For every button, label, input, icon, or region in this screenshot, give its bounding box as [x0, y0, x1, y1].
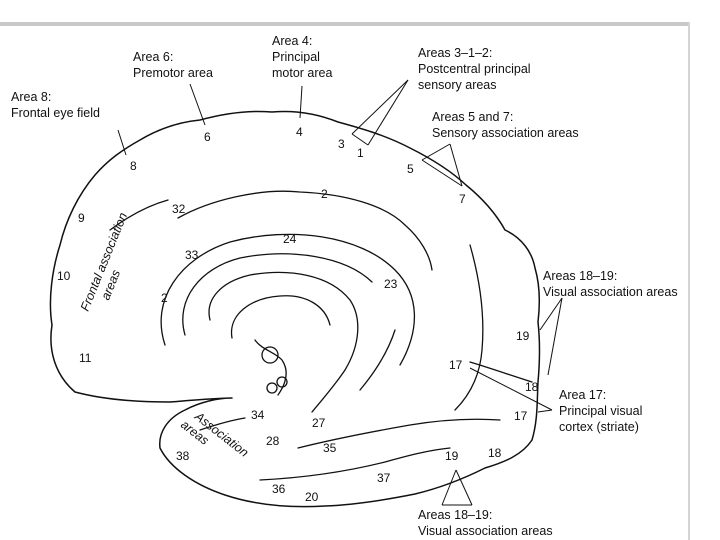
callosal-sulcus-outer: [160, 233, 416, 366]
num-6: 6: [204, 130, 211, 144]
svg-text:Sensory association areas: Sensory association areas: [432, 126, 579, 140]
svg-text:sensory areas: sensory areas: [418, 78, 497, 92]
num-1: 1: [357, 146, 364, 160]
num-20: 20: [305, 490, 319, 504]
callout-area1819-bottom: Areas 18–19: Visual association areas: [418, 508, 553, 538]
svg-text:Premotor area: Premotor area: [133, 66, 213, 80]
svg-text:Area 6:: Area 6:: [133, 50, 173, 64]
septal-circle: [261, 346, 279, 364]
num-19-upper: 19: [516, 329, 530, 343]
right-border-line: [688, 22, 690, 540]
num-27: 27: [312, 416, 326, 430]
num-34: 34: [251, 408, 265, 422]
lead-area6: [189, 83, 206, 126]
svg-text:Areas 3–1–2:: Areas 3–1–2:: [418, 46, 492, 60]
corpus-callosum-body: [230, 295, 331, 339]
uncus-circle-right: [276, 376, 288, 388]
callout-area6: Area 6: Premotor area: [133, 50, 213, 80]
num-5: 5: [407, 162, 414, 176]
parieto-occipital-sulcus: [454, 244, 484, 411]
fornix-curve: [254, 339, 287, 396]
svg-text:Areas 5 and 7:: Areas 5 and 7:: [432, 110, 513, 124]
num-19-lower: 19: [445, 449, 459, 463]
callout-area57: Areas 5 and 7: Sensory association areas: [432, 110, 579, 140]
frontal-association-label: Frontal association areas: [78, 211, 130, 314]
svg-text:Postcentral principal: Postcentral principal: [418, 62, 531, 76]
temporal-pole-sulcus: [199, 417, 246, 431]
num-2-upper: 2: [321, 187, 328, 201]
svg-text:Areas 18–19:: Areas 18–19:: [543, 269, 617, 283]
collateral-sulcus: [297, 418, 501, 449]
callout-area8: Area 8: Frontal eye field: [11, 90, 100, 120]
frontal-sulcus: [109, 199, 169, 231]
callout-area4: Area 4: Principal motor area: [272, 34, 332, 80]
num-10: 10: [57, 269, 71, 283]
cingulate-sulcus: [177, 190, 433, 271]
callout-area17: Area 17: Principal visual cortex (striat…: [559, 388, 642, 434]
lead-area17-a: [469, 367, 553, 411]
lead-area1819-top-a: [539, 297, 563, 331]
top-border-line: [0, 22, 690, 26]
calcarine-sulcus: [469, 361, 533, 383]
svg-text:Principal visual: Principal visual: [559, 404, 642, 418]
brain-outline: [49, 110, 541, 508]
svg-text:Area 4:: Area 4:: [272, 34, 312, 48]
num-7: 7: [459, 192, 466, 206]
num-4: 4: [296, 125, 303, 139]
lead-area312-b: [367, 79, 409, 146]
lead-area8: [117, 129, 127, 156]
svg-text:cortex (striate): cortex (striate): [559, 420, 639, 434]
num-28: 28: [266, 434, 280, 448]
occipitotemporal-sulcus: [259, 447, 451, 481]
lead-area57-a: [421, 143, 451, 161]
lead-area17-b: [537, 409, 553, 413]
num-11: 11: [79, 351, 92, 365]
calcarine-curve: [359, 329, 396, 391]
lead-area57-b: [449, 143, 463, 187]
lead-area312-a: [351, 79, 409, 135]
svg-text:Area 17:: Area 17:: [559, 388, 606, 402]
svg-text:motor area: motor area: [272, 66, 332, 80]
num-23: 23: [384, 277, 398, 291]
callosal-sulcus-inner: [182, 253, 373, 336]
uncus-circle-left: [266, 382, 278, 394]
num-17-lower: 17: [514, 409, 528, 423]
num-18-upper: 18: [525, 380, 539, 394]
lead-area57-c: [421, 159, 463, 187]
top-margin: [0, 0, 720, 24]
num-3: 3: [338, 137, 345, 151]
num-38: 38: [176, 449, 190, 463]
num-37: 37: [377, 471, 391, 485]
svg-text:Frontal eye field: Frontal eye field: [11, 106, 100, 120]
callout-area312: Areas 3–1–2: Postcentral principal senso…: [418, 46, 531, 92]
corpus-callosum-lower: [208, 271, 359, 413]
num-32: 32: [172, 202, 186, 216]
svg-text:Principal: Principal: [272, 50, 320, 64]
lead-area1819-top-b: [547, 297, 563, 376]
lead-area1819-bottom-b: [455, 469, 473, 506]
callout-area1819-top: Areas 18–19: Visual association areas: [543, 269, 678, 299]
num-36: 36: [272, 482, 286, 496]
num-9: 9: [78, 211, 85, 225]
num-18-lower: 18: [488, 446, 502, 460]
num-33: 33: [185, 248, 199, 262]
num-17-upper: 17: [449, 358, 463, 372]
svg-text:Visual association areas: Visual association areas: [543, 285, 678, 299]
num-8: 8: [130, 159, 137, 173]
lead-area1819-bottom-a: [441, 469, 457, 506]
num-2-lower: 2: [161, 291, 168, 305]
lead-area312-c: [351, 133, 369, 146]
svg-text:Areas 18–19:: Areas 18–19:: [418, 508, 492, 522]
svg-text:Visual association areas: Visual association areas: [418, 524, 553, 538]
svg-text:Area 8:: Area 8:: [11, 90, 51, 104]
num-35: 35: [323, 441, 337, 455]
lead-area4: [299, 85, 303, 119]
num-24: 24: [283, 232, 297, 246]
